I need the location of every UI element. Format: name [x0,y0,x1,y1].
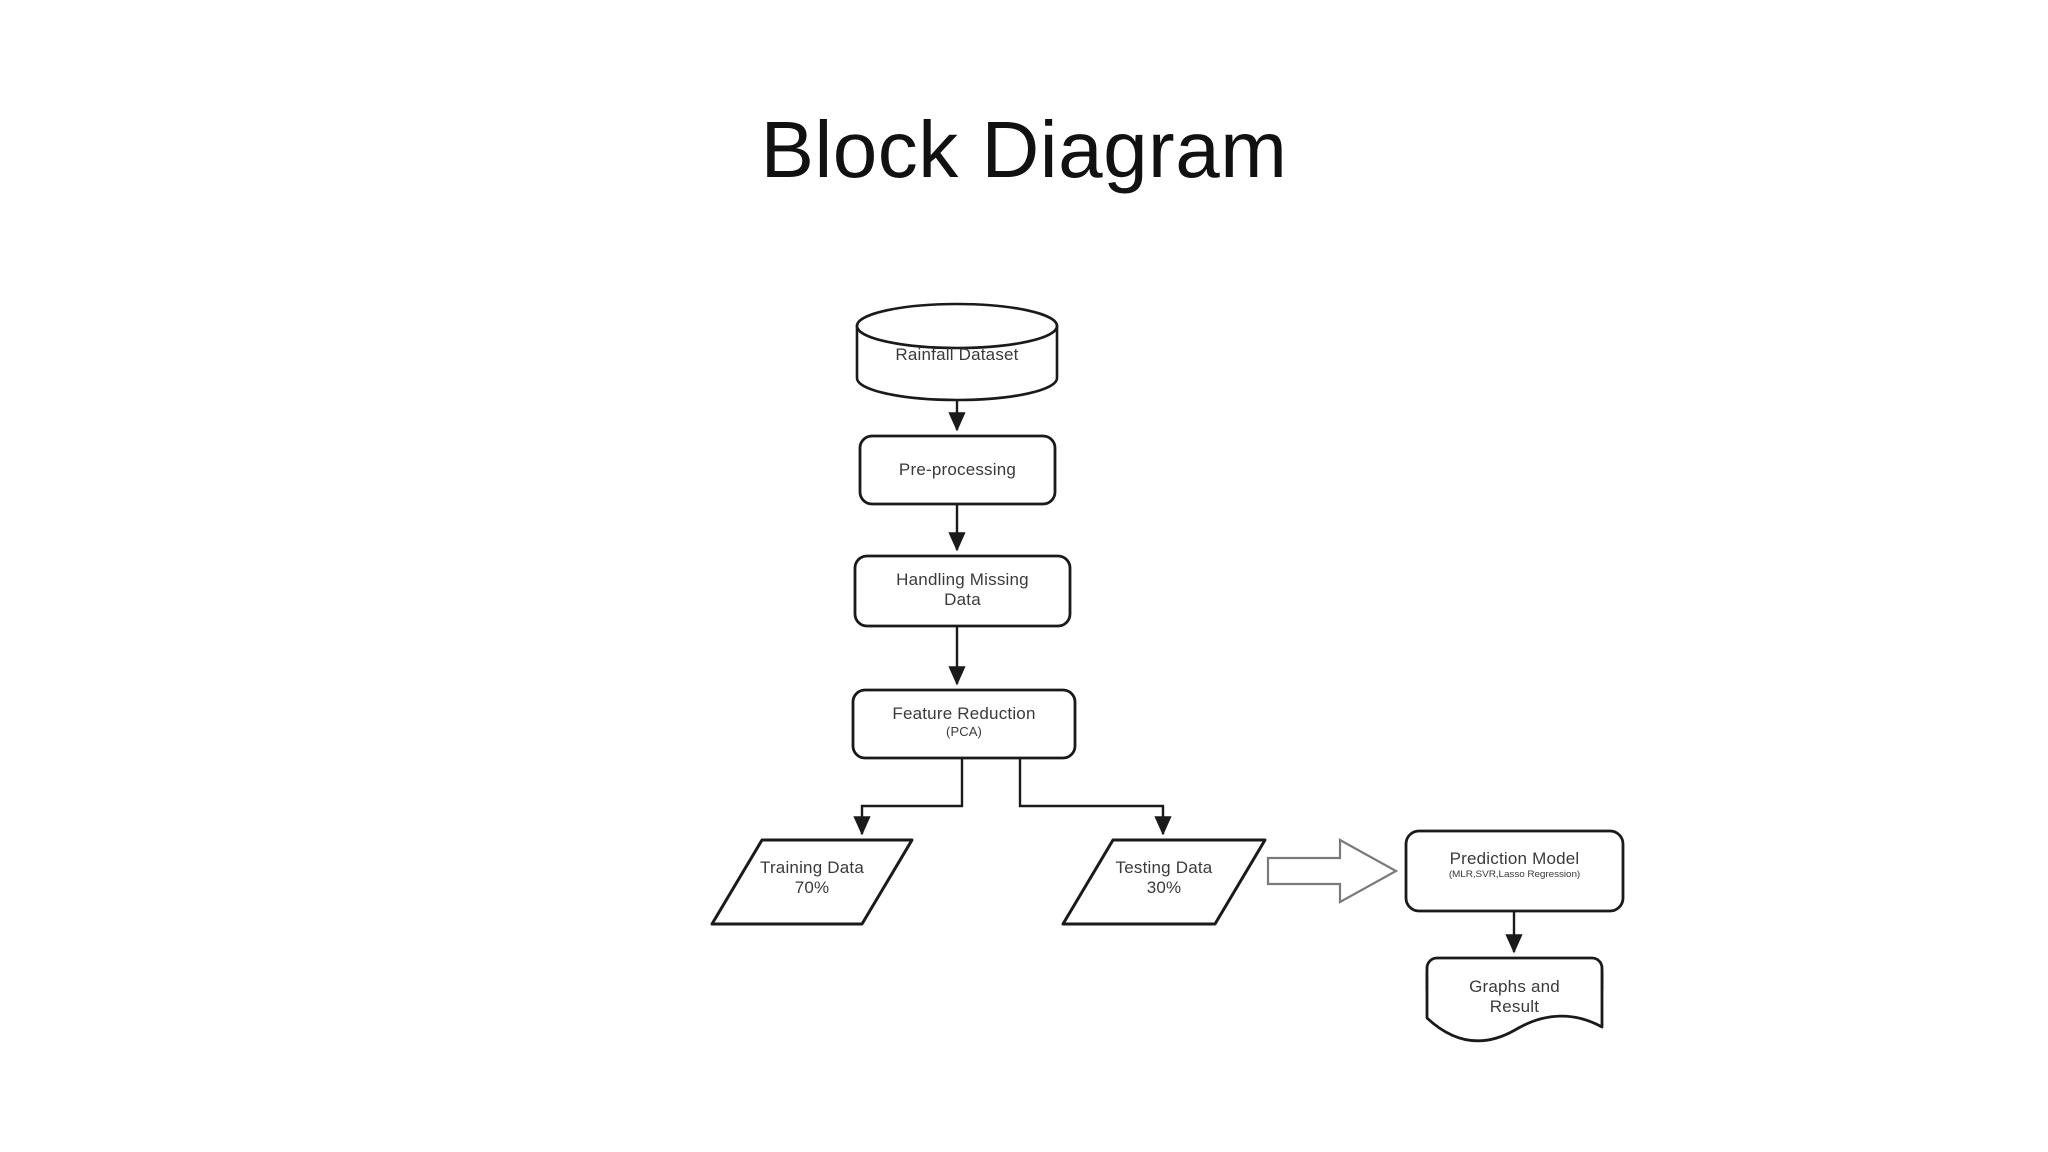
node-feature-reduction[interactable] [851,688,1077,760]
parallelogram [1061,838,1267,926]
page-title: Block Diagram [760,105,1288,194]
connector-feature-to-training [853,758,964,836]
node-handling-missing-data[interactable] [853,554,1072,628]
node-testing-data[interactable] [1061,838,1267,926]
rounded-rect [858,434,1057,506]
node-graphs-and-result[interactable] [1425,956,1604,1043]
node-pre-processing[interactable] [858,434,1057,506]
node-prediction-model[interactable] [1404,829,1625,913]
connector-feature-to-testing [1018,758,1172,836]
rounded-rect [1404,829,1625,913]
node-training-data[interactable] [710,838,914,926]
rounded-rect [853,554,1072,628]
rounded-rect [851,688,1077,760]
cylinder-top [855,302,1059,350]
block-arrow-right-icon [1266,838,1399,904]
parallelogram [710,838,914,926]
node-rainfall-dataset[interactable] [855,302,1059,402]
connector-testing-to-prediction [1266,838,1399,904]
document-top [1425,956,1604,990]
